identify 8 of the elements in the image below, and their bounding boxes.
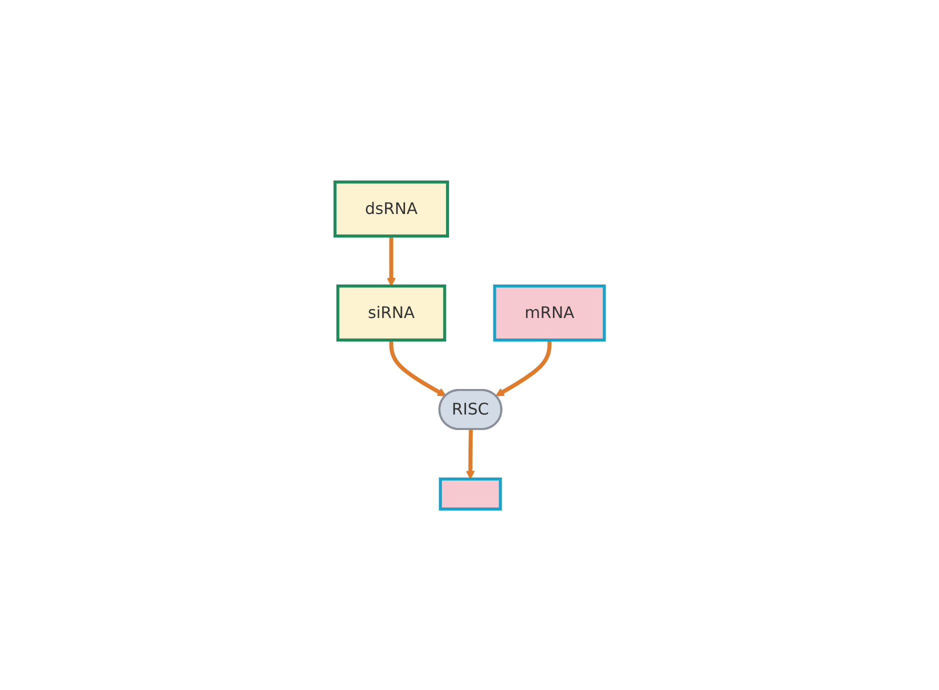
arrow xyxy=(389,340,446,396)
arrow xyxy=(466,428,475,479)
node-box: siRNA xyxy=(336,284,446,341)
arrow xyxy=(386,236,396,286)
node-box xyxy=(438,477,502,510)
node-box: mRNA xyxy=(493,284,606,341)
node-box: dsRNA xyxy=(333,180,449,237)
arrow xyxy=(495,340,552,396)
